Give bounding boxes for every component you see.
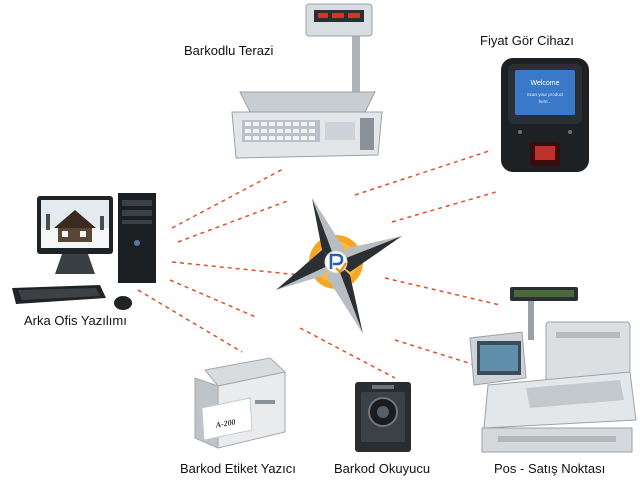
back-office-pc-device <box>12 193 156 310</box>
pos-terminal-device <box>469 287 637 453</box>
connector-compass-pos-2 <box>394 339 476 366</box>
connector-compass-price <box>354 149 493 196</box>
label-price-checker: Fiyat Gör Cihazı <box>480 33 574 48</box>
connector-lines <box>137 149 501 379</box>
connector-office-compass <box>171 261 301 276</box>
logo-p-icon <box>329 253 344 269</box>
connector-office-scale-2 <box>177 199 291 243</box>
label-printer-device: A-200 <box>194 357 287 449</box>
price-checker-screen-title: Welcome <box>530 80 559 87</box>
connector-office-printer <box>137 289 243 353</box>
connector-compass-scanner <box>299 327 396 379</box>
central-compass-logo <box>276 198 402 334</box>
connector-office-scale-1 <box>171 167 286 229</box>
label-barcode-scale: Barkodlu Terazi <box>184 43 274 58</box>
barcode-scanner-device <box>355 382 411 452</box>
printer-model-label: A-200 <box>214 417 236 430</box>
mouse-icon <box>114 296 132 310</box>
price-checker-screen-line2: Scan your product <box>527 92 564 97</box>
label-barcode-scanner: Barkod Okuyucu <box>334 461 431 476</box>
label-pos-terminal: Pos - Satış Noktası <box>494 461 606 476</box>
price-checker-screen-line3: here... <box>539 99 552 104</box>
label-label-printer: Barkod Etiket Yazıcı <box>180 461 296 476</box>
connector-office-compass-2 <box>169 279 259 319</box>
connector-compass-price-2 <box>391 191 497 223</box>
label-back-office: Arka Ofis Yazılımı <box>24 313 127 328</box>
barcode-scale-device <box>231 3 383 159</box>
price-checker-device: Welcome Scan your product here... <box>501 58 589 172</box>
connector-compass-pos <box>384 277 501 306</box>
